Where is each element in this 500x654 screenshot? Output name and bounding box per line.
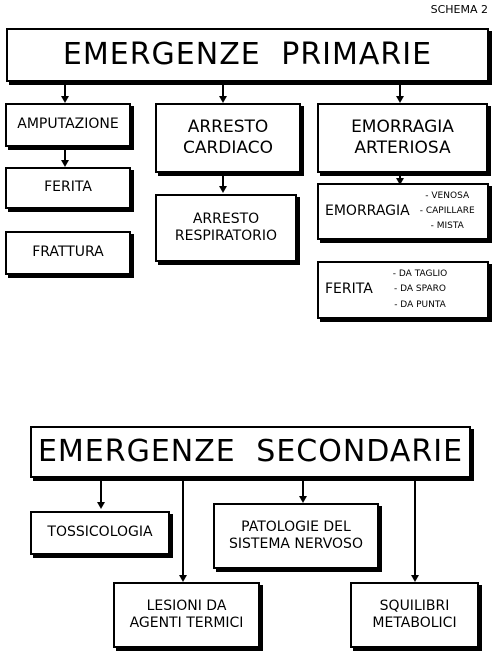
connector-ferita <box>64 148 66 162</box>
arrow-squilibri <box>411 575 419 582</box>
secondary-title: EMERGENZE SECONDARIE <box>37 434 464 470</box>
arresto-respiratorio-box: ARRESTO RESPIRATORIO <box>155 194 297 262</box>
connector-arresto-respiratorio <box>222 174 224 188</box>
arrow-amputazione <box>61 96 69 103</box>
emorragia-label: EMORRAGIA <box>325 202 410 219</box>
arrow-emorragia-arteriosa <box>396 96 404 103</box>
squilibri-label: SQUILIBRI METABOLICI <box>372 597 457 632</box>
emorragia-type-venosa: - VENOSA <box>425 190 470 201</box>
ferita-type-punta: - DA PUNTA <box>394 299 446 310</box>
emorragia-type-capillare: - CAPILLARE <box>419 205 475 216</box>
squilibri-box: SQUILIBRI METABOLICI <box>350 582 479 648</box>
patologie-box: PATOLOGIE DEL SISTEMA NERVOSO <box>213 503 379 569</box>
lesioni-label: LESIONI DA AGENTI TERMICI <box>129 597 244 632</box>
emorragia-arteriosa-label: EMORRAGIA ARTERIOSA <box>351 116 454 158</box>
primary-title: EMERGENZE PRIMARIE <box>62 37 433 73</box>
connector-patologie <box>302 480 304 498</box>
tossicologia-box: TOSSICOLOGIA <box>30 511 170 555</box>
arrow-patologie <box>299 496 307 503</box>
ferita-types-list: - DA TAGLIO - DA SPARO - DA PUNTA <box>393 269 447 311</box>
frattura-box: FRATTURA <box>5 231 131 275</box>
connector-emorragia <box>399 174 401 180</box>
schema-label: SCHEMA 2 <box>430 3 488 16</box>
connector-lesioni <box>182 480 184 577</box>
ferita-types-box: FERITA - DA TAGLIO - DA SPARO - DA PUNTA <box>317 261 489 319</box>
connector-squilibri <box>414 480 416 577</box>
connector-tossicologia <box>100 480 102 504</box>
emorragia-types-box: EMORRAGIA - VENOSA - CAPILLARE - MISTA <box>317 183 489 240</box>
frattura-label: FRATTURA <box>32 244 104 261</box>
arrow-emorragia <box>396 178 404 185</box>
primary-title-box: EMERGENZE PRIMARIE <box>6 28 489 82</box>
patologie-label: PATOLOGIE DEL SISTEMA NERVOSO <box>229 518 363 553</box>
ferita-box: FERITA <box>5 167 131 209</box>
amputazione-label: AMPUTAZIONE <box>17 116 119 133</box>
connector-amputazione <box>64 84 66 98</box>
emorragia-types-list: - VENOSA - CAPILLARE - MISTA <box>420 191 475 233</box>
amputazione-box: AMPUTAZIONE <box>5 103 131 147</box>
ferita-types-label: FERITA <box>325 281 373 298</box>
arresto-cardiaco-box: ARRESTO CARDIACO <box>155 103 301 173</box>
ferita-type-taglio: - DA TAGLIO <box>392 269 448 280</box>
emorragia-arteriosa-box: EMORRAGIA ARTERIOSA <box>317 103 488 173</box>
arresto-cardiaco-label: ARRESTO CARDIACO <box>183 116 273 158</box>
ferita-type-sparo: - DA SPARO <box>394 284 446 295</box>
arrow-arresto-cardiaco <box>219 96 227 103</box>
connector-arresto-cardiaco <box>222 84 224 98</box>
arrow-arresto-respiratorio <box>219 186 227 193</box>
tossicologia-label: TOSSICOLOGIA <box>47 524 153 541</box>
lesioni-box: LESIONI DA AGENTI TERMICI <box>113 582 260 648</box>
arrow-lesioni <box>179 575 187 582</box>
secondary-title-box: EMERGENZE SECONDARIE <box>30 426 471 478</box>
connector-emorragia-arteriosa <box>399 84 401 98</box>
ferita-label: FERITA <box>44 179 92 196</box>
arrow-tossicologia <box>97 502 105 509</box>
arresto-respiratorio-label: ARRESTO RESPIRATORIO <box>174 210 278 245</box>
arrow-ferita <box>61 160 69 167</box>
emorragia-type-mista: - MISTA <box>430 221 464 232</box>
